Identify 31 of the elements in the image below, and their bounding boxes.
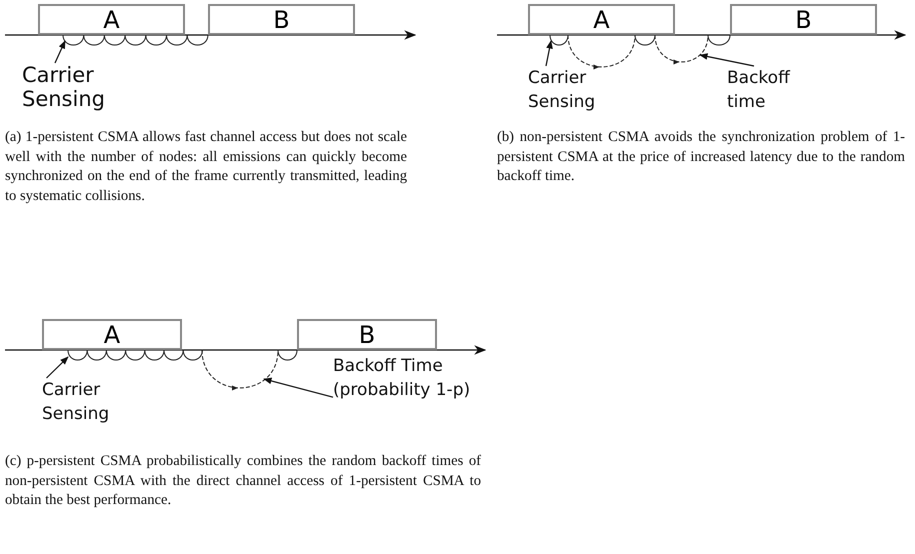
frame-box [730,4,877,35]
leader-line [545,40,553,66]
backoff-arc-drawing [202,350,278,390]
frame-label: A [593,8,610,32]
annotation-text: Backoff Time (probability 1-p) [333,356,470,400]
annotation-text: Carrier Sensing [42,380,110,424]
annotation-text: Carrier Sensing [528,68,596,112]
leader-line [699,53,754,67]
figure-caption: (a) 1-persistent CSMA allows fast channel access but does not scale well with the number of nodes: all emissions can quickly become synchronized on the end of the frame currently transmitted, leading to systematic collisions. [5,128,407,206]
figure-caption: (c) p-persistent CSMA probabilistically combines the random backoff times of non-persistent CSMA with the direct channel access of 1-persistent CSMA to obtain the best performance. [5,452,481,510]
frame-label: B [273,8,290,32]
frame-label: B [795,8,812,32]
backoff-arc-drawing [654,34,708,64]
frame-box [38,4,185,35]
annotation-text: Carrier Sensing [22,63,105,111]
backoff-arc-drawing [568,34,636,70]
frame-box [528,4,675,35]
frame-label: B [358,322,376,346]
frame-box [42,319,182,350]
leader-line [46,356,69,378]
leader-line [54,40,66,64]
frame-box [297,319,437,350]
frame-box [208,4,355,35]
carrier-sensing-arcs-drawing [550,34,730,46]
figure-caption: (b) non-persistent CSMA avoids the synchronization problem of 1-persistent CSMA at the price of increased latency due to the random backoff time. [497,128,905,186]
annotation-text: Backoff time [727,68,790,112]
leader-line [263,378,334,398]
frame-label: A [104,322,120,346]
carrier-sensing-arcs-drawing [68,350,298,360]
carrier-sensing-arcs-drawing [62,34,208,46]
frame-label: A [103,8,120,32]
